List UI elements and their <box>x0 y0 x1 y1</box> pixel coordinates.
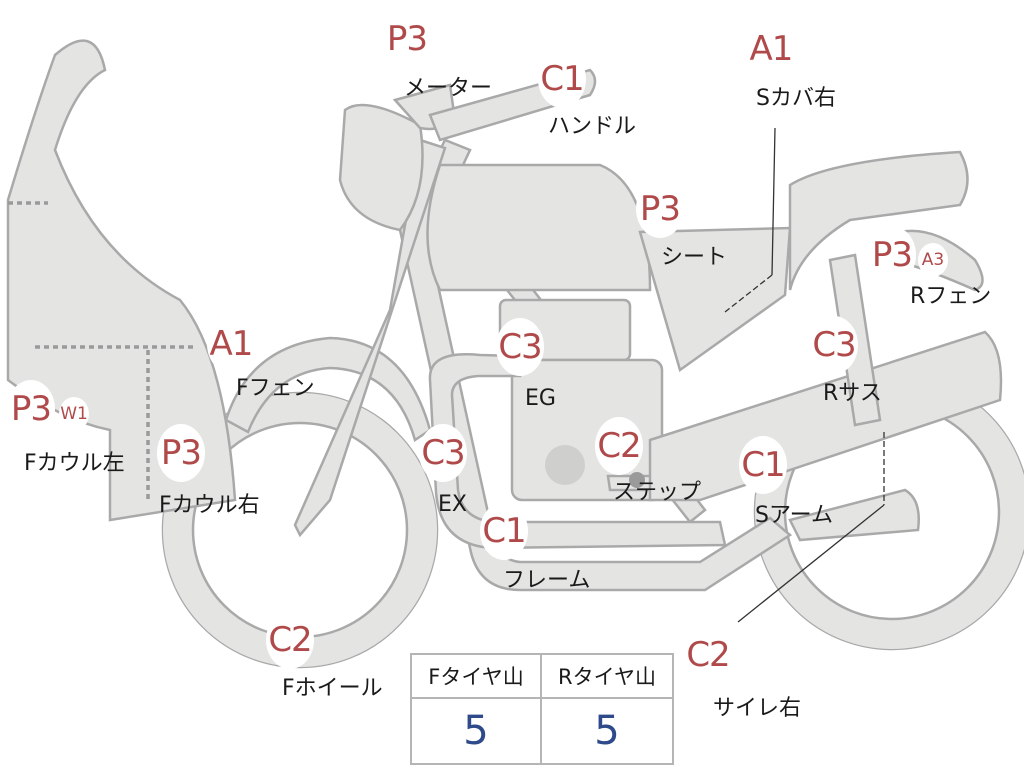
engine-cover-shape <box>545 445 585 485</box>
rear-fender-grade-badge: P3 <box>868 226 916 284</box>
side-cover-leader <box>771 127 776 276</box>
step-label: ステップ <box>613 480 702 505</box>
engine-label: EG <box>525 386 556 411</box>
silencer-label: サイレ右 <box>713 696 802 721</box>
front-cowl-left-grade-badge: P3 <box>7 380 55 438</box>
meter-grade-badge: P3 <box>383 10 431 68</box>
rear-tire-value: 5 <box>594 708 620 754</box>
silencer-leader <box>737 504 885 623</box>
exhaust-label: EX <box>438 492 467 517</box>
front-fender-grade-badge: A1 <box>207 315 255 373</box>
rear-suspension-grade-badge: C3 <box>810 316 858 374</box>
front-cowl-right-label: Fカウル右 <box>159 493 260 518</box>
seat-shape <box>788 150 969 291</box>
rear-tire-header: Rタイヤ山 <box>542 655 672 699</box>
front-cowl-right-grade-badge: P3 <box>157 424 205 482</box>
seat-label: シート <box>661 245 728 270</box>
front-wheel-label: Fホイール <box>282 676 383 701</box>
silencer-grade-badge: C2 <box>684 626 732 684</box>
engine-grade-badge: C3 <box>496 318 544 376</box>
seat-grade-badge: P3 <box>636 180 684 238</box>
rear-suspension-label: Rサス <box>823 381 882 406</box>
front-fender-label: Fフェン <box>236 376 315 401</box>
rear-fender-label: Rフェン <box>910 284 992 309</box>
front-tire-value: 5 <box>412 699 542 763</box>
front-fork-shape <box>293 138 447 538</box>
front-wheel-grade-badge: C2 <box>266 611 314 669</box>
swing-arm-label: Sアーム <box>755 503 833 528</box>
front-tire-header: Fタイヤ山 <box>412 655 542 699</box>
exhaust-shape <box>428 353 727 550</box>
step-peg-left <box>629 472 645 488</box>
side-cover-leader-dashed <box>724 274 773 313</box>
rear-fender-grade2-badge: A3 <box>918 243 948 277</box>
silencer-shape <box>788 488 920 542</box>
tank-shape <box>426 163 652 292</box>
frame-label: フレーム <box>503 568 591 593</box>
step-grade-badge: C2 <box>595 417 643 475</box>
tire-tread-table: Fタイヤ山 Rタイヤ山 5 5 <box>410 653 674 765</box>
frame-grade-badge: C1 <box>480 502 528 560</box>
swing-arm-shape <box>648 330 1003 502</box>
exhaust-grade-badge: C3 <box>419 424 467 482</box>
headlight-shape <box>338 103 424 232</box>
front-cowl-left-label: Fカウル左 <box>24 451 125 476</box>
meter-label: メーター <box>404 76 493 101</box>
handle-label: ハンドル <box>548 114 637 139</box>
handle-grade-badge: C1 <box>538 50 586 108</box>
side-cover-label: Sカバ右 <box>756 86 836 111</box>
swing-arm-grade-badge: C1 <box>739 436 787 494</box>
seat-base-shape <box>638 226 792 373</box>
front-cowl-left-grade2-badge: W1 <box>59 397 89 431</box>
side-cover-grade-badge: A1 <box>747 20 795 78</box>
